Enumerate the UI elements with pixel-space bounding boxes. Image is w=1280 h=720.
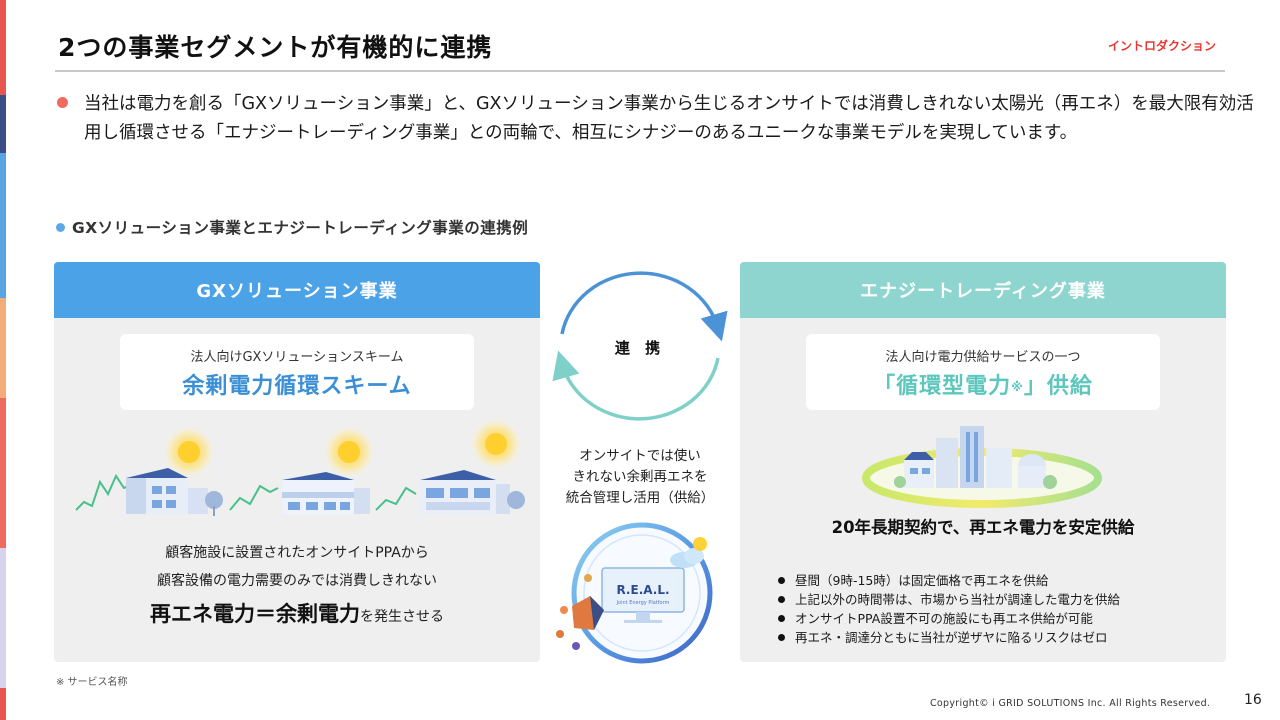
copyright: Copyright© i GRID SOLUTIONS Inc. All Rig…	[930, 698, 1211, 709]
side-stripe-navy	[0, 95, 6, 153]
platform-name: R.E.A.L.	[616, 583, 669, 597]
sun-small-icon	[693, 537, 707, 551]
center-line-1: オンサイトでは使い	[579, 448, 701, 464]
solar-facilities-illustration	[75, 418, 525, 516]
supply-label: 」供給	[1023, 374, 1093, 399]
list-item: オンサイトPPA設置不可の施設にも再エネ供給が可能	[778, 609, 1120, 628]
trading-scheme-caption: 法人向け電力供給サービスの一つ	[885, 350, 1081, 365]
list-item: 昼間（9時-15時）は固定価格で再エネを供給	[778, 571, 1120, 590]
gx-solution-panel: GXソリューション事業 法人向けGXソリューションスキーム 余剰電力循環スキーム	[54, 262, 540, 662]
page-title: 2つの事業セグメントが有機的に連携	[58, 33, 493, 62]
center-line-2: きれない余剰再エネを	[572, 469, 708, 485]
platform-subtitle: Joint Energy Platform	[616, 600, 670, 606]
side-stripe-orange	[0, 298, 6, 398]
section-tag: イントロダクション	[1107, 39, 1216, 53]
cycle-arrows-icon	[552, 271, 728, 421]
trading-scheme-title: 「循環型電力※」供給	[806, 368, 1160, 400]
network-nodes-icon	[556, 574, 604, 650]
bullet-icon	[778, 596, 785, 603]
surplus-power-suffix: を発生させる	[360, 609, 444, 625]
center-description: オンサイトでは使い きれない余剰再エネを 統合管理し活用（供給）	[540, 446, 740, 509]
intro-bullet-icon	[57, 97, 68, 108]
gx-panel-header: GXソリューション事業	[54, 262, 540, 318]
side-stripe-coral	[0, 398, 6, 548]
gx-desc-emphasis: 再エネ電力＝余剰電力を発生させる	[54, 598, 540, 628]
factory-with-solar-icon	[282, 472, 370, 514]
gx-desc-line-2: 顧客設備の電力需要のみでは消費しきれない	[157, 573, 437, 589]
side-stripe-red-bottom	[0, 688, 6, 720]
side-stripe-red	[0, 0, 6, 95]
side-stripe-lavender	[0, 548, 6, 688]
title-divider	[55, 70, 1225, 72]
gx-scheme-title: 余剰電力循環スキーム	[182, 374, 412, 399]
sun-icon	[163, 426, 215, 478]
trading-scheme-box: 法人向け電力供給サービスの一つ 「循環型電力※」供給	[806, 334, 1160, 410]
sun-icon	[470, 418, 522, 470]
bullet-icon	[778, 577, 785, 584]
page-number: 16	[1244, 692, 1262, 708]
long-term-contract-headline: 20年長期契約で、再エネ電力を安定供給	[831, 518, 1135, 537]
gx-desc-line-1: 顧客施設に設置されたオンサイトPPAから	[165, 545, 429, 561]
intro-text: 当社は電力を創る「GXソリューション事業」と、GXソリューション事業から生じるオ…	[84, 94, 1254, 143]
footnote: ※ サービス名称	[56, 677, 128, 688]
bullet-icon	[778, 615, 785, 622]
sun-icon	[323, 426, 375, 478]
city-energy-ring-illustration	[862, 426, 1102, 508]
list-item: 上記以外の時間帯は、市場から当社が調達した電力を供給	[778, 590, 1120, 609]
list-item: 再エネ・調達分ともに当社が逆ザヤに陥るリスクはゼロ	[778, 628, 1120, 647]
surplus-power-statement: 再エネ電力＝余剰電力	[150, 602, 360, 626]
gx-scheme-caption: 法人向けGXソリューションスキーム	[190, 350, 404, 365]
service-name-mark: ※	[1011, 380, 1024, 394]
city-buildings-icon	[894, 426, 1057, 489]
bullet-icon	[778, 634, 785, 641]
side-stripe-blue	[0, 153, 6, 298]
trading-bullet-list: 昼間（9時-15時）は固定価格で再エネを供給 上記以外の時間帯は、市場から当社が…	[778, 571, 1120, 647]
circular-power-label: 「循環型電力	[873, 374, 1012, 399]
center-line-3: 統合管理し活用（供給）	[565, 490, 715, 506]
gx-scheme-box: 法人向けGXソリューションスキーム 余剰電力循環スキーム	[120, 334, 474, 410]
section-bullet-icon	[56, 223, 65, 232]
factory-with-solar-icon	[420, 470, 525, 514]
energy-trading-panel: エナジートレーディング事業 法人向け電力供給サービスの一つ 「循環型電力※」供給	[740, 262, 1226, 662]
cooperation-label: 連 携	[614, 339, 666, 357]
real-platform-illustration: R.E.A.L. Joint Energy Platform	[556, 522, 713, 664]
trading-panel-header: エナジートレーディング事業	[740, 262, 1226, 318]
factory-with-solar-icon	[126, 468, 223, 516]
section-heading: GXソリューション事業とエナジートレーディング事業の連携例	[72, 219, 529, 237]
cloud-icon	[670, 548, 704, 568]
